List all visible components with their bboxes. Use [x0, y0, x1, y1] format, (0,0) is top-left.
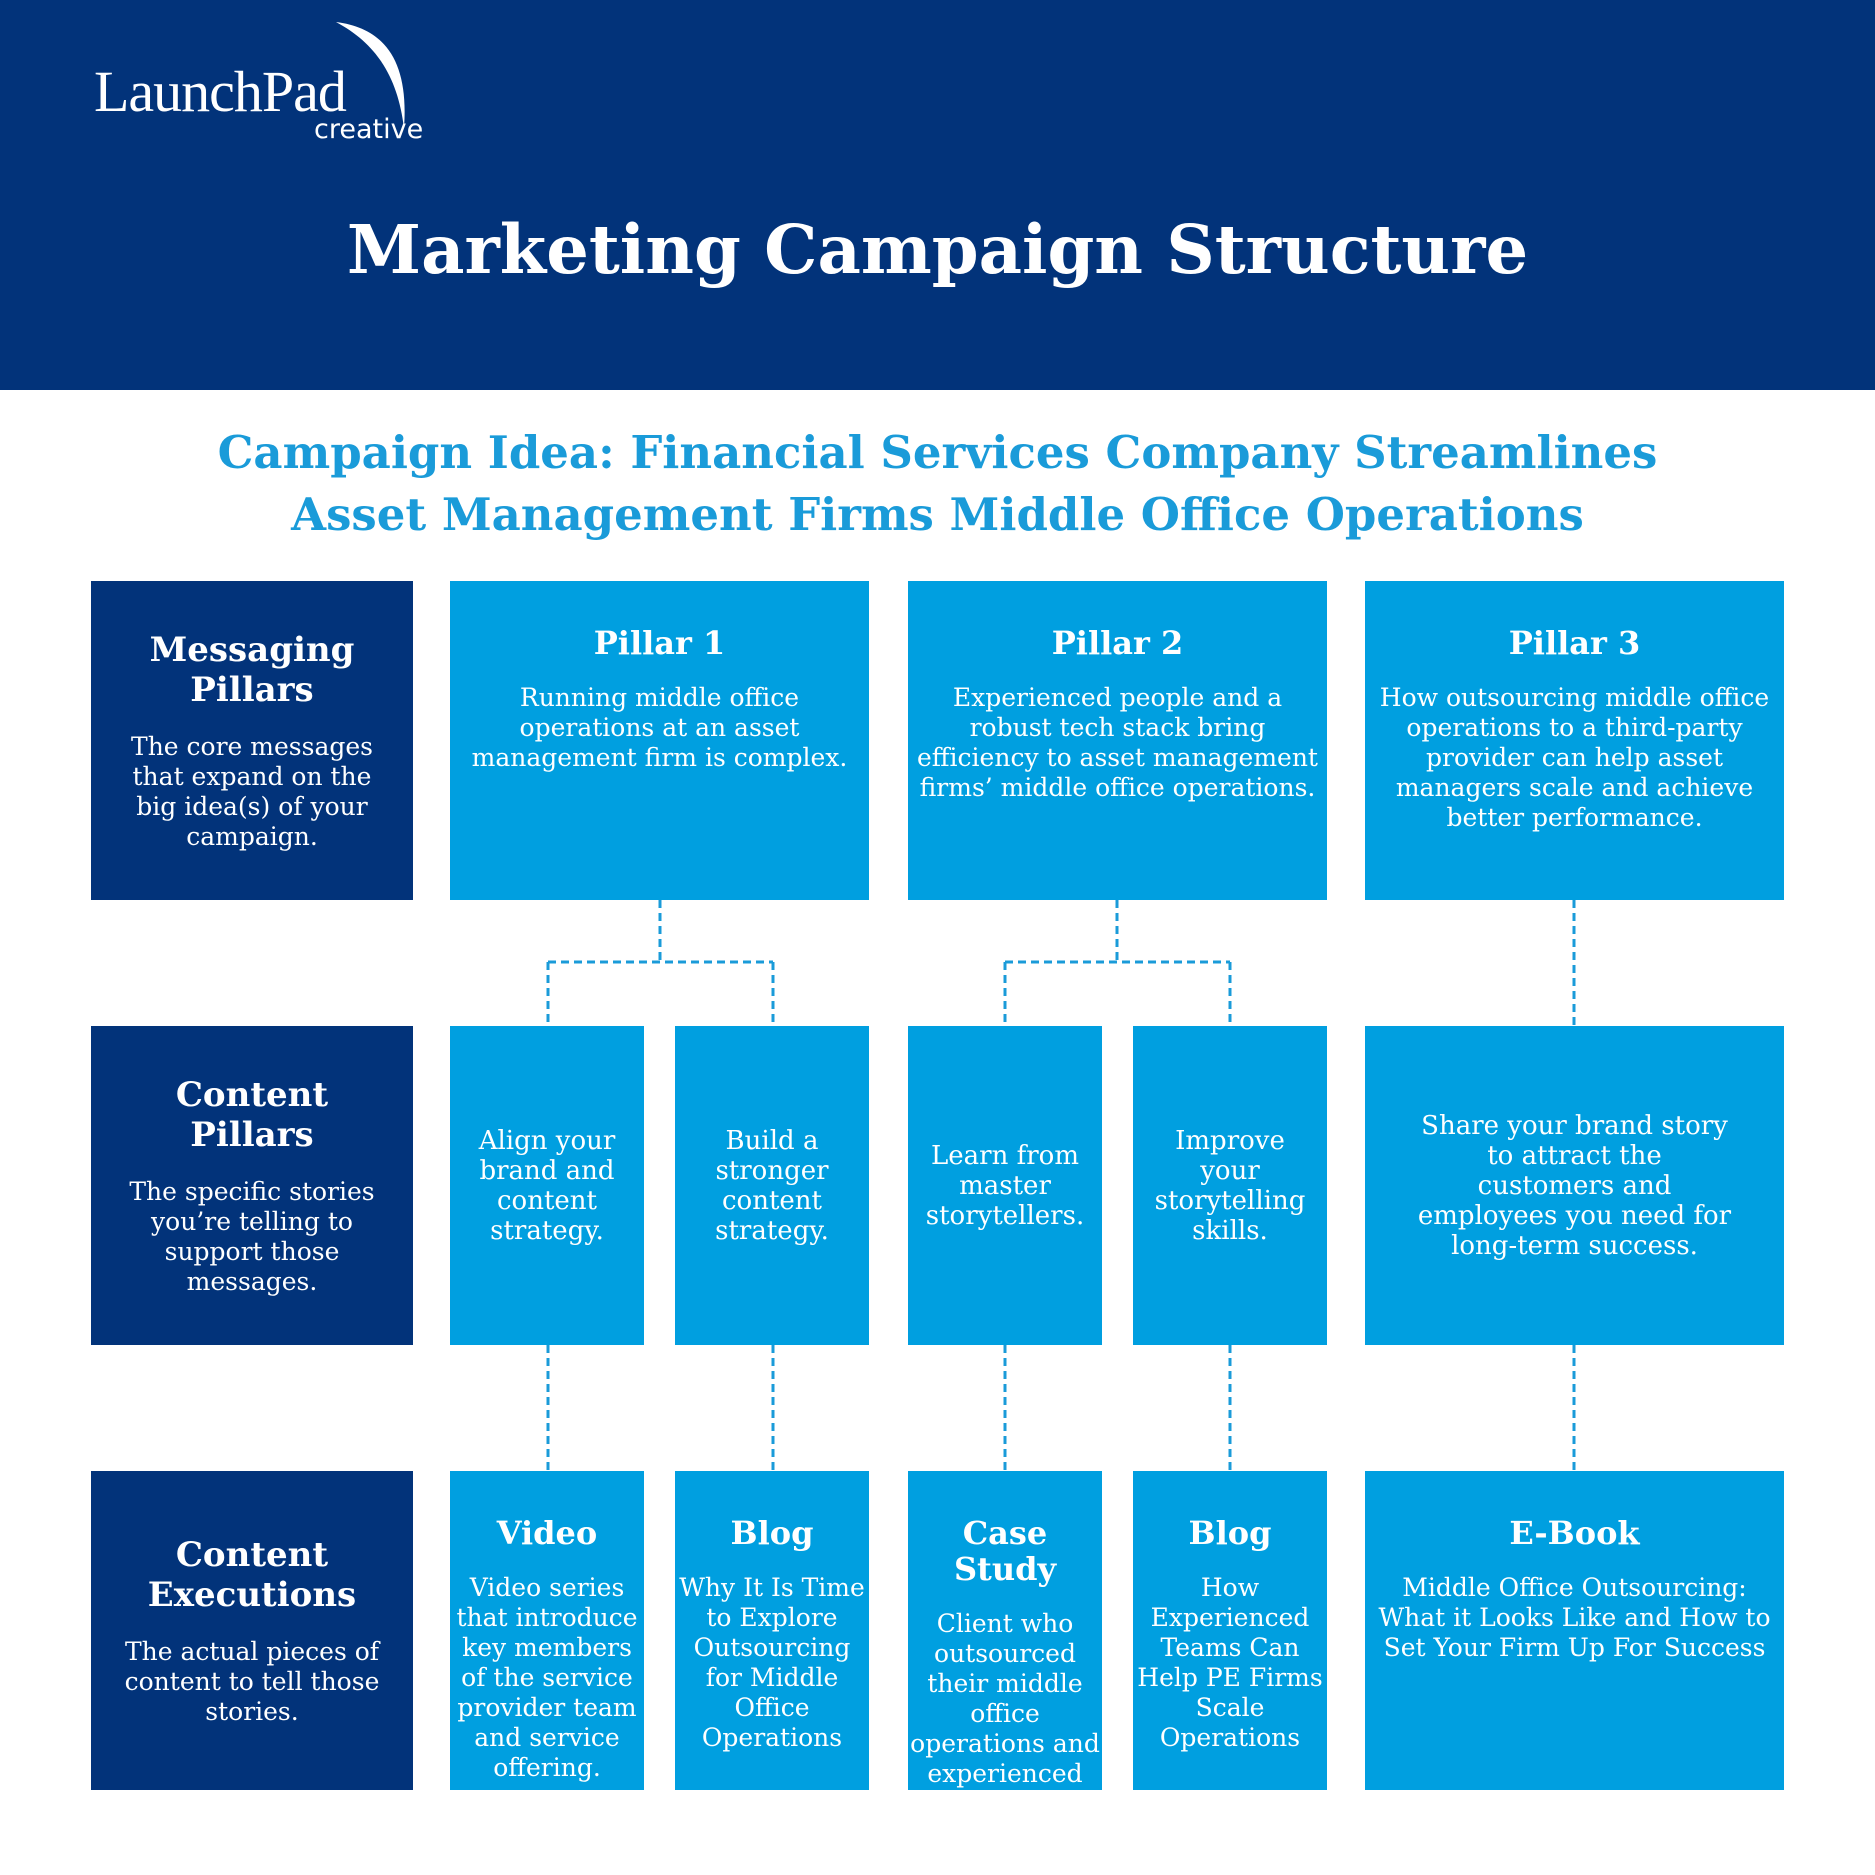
label-title: Content Pillars — [175, 1074, 329, 1155]
execution-text: Client who outsourced their middle offic… — [910, 1609, 1100, 1818]
content-pillars-label: Content Pillars The specific stories you… — [91, 1026, 413, 1345]
pillar-text: Running middle office operations at an a… — [471, 683, 848, 772]
connector-pillar1 — [546, 900, 775, 1026]
content-pillar-text: Learn from master storytellers. — [925, 1140, 1085, 1231]
label-description: The specific stories you’re telling to s… — [129, 1176, 375, 1296]
execution-text: Why It Is Time to Explore Outsourcing fo… — [679, 1573, 865, 1752]
content-pillar-1: Align your brand and content strategy. — [450, 1026, 644, 1345]
pillar-2-box: Pillar 2 Experienced people and a robust… — [908, 581, 1327, 900]
content-pillar-3: Learn from master storytellers. — [908, 1026, 1102, 1345]
content-executions-label: Content Executions The actual pieces of … — [91, 1471, 413, 1790]
content-pillar-text: Align your brand and content strategy. — [478, 1125, 616, 1246]
page-title: Marketing Campaign Structure — [346, 210, 1529, 289]
content-pillar-text: Share your brand story to attract the cu… — [1417, 1110, 1732, 1261]
campaign-idea-line2: Asset Management Firms Middle Office Ope… — [291, 488, 1584, 541]
pillar-1-box: Pillar 1 Running middle office operation… — [450, 581, 869, 900]
pillar-text: Experienced people and a robust tech sta… — [917, 683, 1318, 802]
execution-text: Video series that introduce key members … — [456, 1573, 638, 1782]
execution-ebook: E-Book Middle Office Outsourcing: What i… — [1365, 1471, 1784, 1790]
execution-type: Video — [496, 1514, 598, 1552]
execution-text: Middle Office Outsourcing: What it Looks… — [1378, 1573, 1771, 1662]
connector-pillar2 — [1003, 900, 1232, 1026]
launchpad-logo: LaunchPad creative — [94, 20, 434, 160]
swoosh-icon — [336, 22, 405, 128]
content-pillar-4: Improve your storytelling skills. — [1133, 1026, 1327, 1345]
pillar-title: Pillar 1 — [593, 624, 726, 662]
execution-blog-2: Blog How Experienced Teams Can Help PE F… — [1133, 1471, 1327, 1790]
label-description: The actual pieces of content to tell tho… — [124, 1636, 380, 1726]
campaign-idea: Campaign Idea: Financial Services Compan… — [150, 422, 1725, 546]
pillar-title: Pillar 2 — [1051, 624, 1184, 662]
content-pillar-5: Share your brand story to attract the cu… — [1365, 1026, 1784, 1345]
label-title: Content Executions — [147, 1534, 357, 1615]
execution-type: Blog — [1188, 1514, 1272, 1552]
header-banner: LaunchPad creative Marketing Campaign St… — [0, 0, 1875, 390]
execution-type: Blog — [730, 1514, 814, 1552]
pillar-title: Pillar 3 — [1508, 624, 1641, 662]
execution-video: Video Video series that introduce key me… — [450, 1471, 644, 1790]
label-title: Messaging Pillars — [149, 629, 355, 710]
execution-text: How Experienced Teams Can Help PE Firms … — [1137, 1573, 1323, 1752]
campaign-idea-line1: Campaign Idea: Financial Services Compan… — [217, 426, 1658, 479]
messaging-pillars-label: Messaging Pillars The core messages that… — [91, 581, 413, 900]
logo-wordmark: LaunchPad — [94, 59, 347, 124]
content-pillar-text: Improve your storytelling skills. — [1154, 1125, 1306, 1246]
content-pillar-text: Build a stronger content strategy. — [715, 1125, 829, 1246]
execution-type: E-Book — [1509, 1514, 1640, 1552]
content-pillar-2: Build a stronger content strategy. — [675, 1026, 869, 1345]
logo-subtitle: creative — [314, 114, 424, 145]
execution-blog-1: Blog Why It Is Time to Explore Outsourci… — [675, 1471, 869, 1790]
pillar-3-box: Pillar 3 How outsourcing middle office o… — [1365, 581, 1784, 900]
pillar-text: How outsourcing middle office operations… — [1379, 683, 1770, 832]
execution-type: Case Study — [953, 1514, 1057, 1588]
execution-case-study: Case Study Client who outsourced their m… — [908, 1471, 1102, 1818]
label-description: The core messages that expand on the big… — [131, 731, 373, 851]
